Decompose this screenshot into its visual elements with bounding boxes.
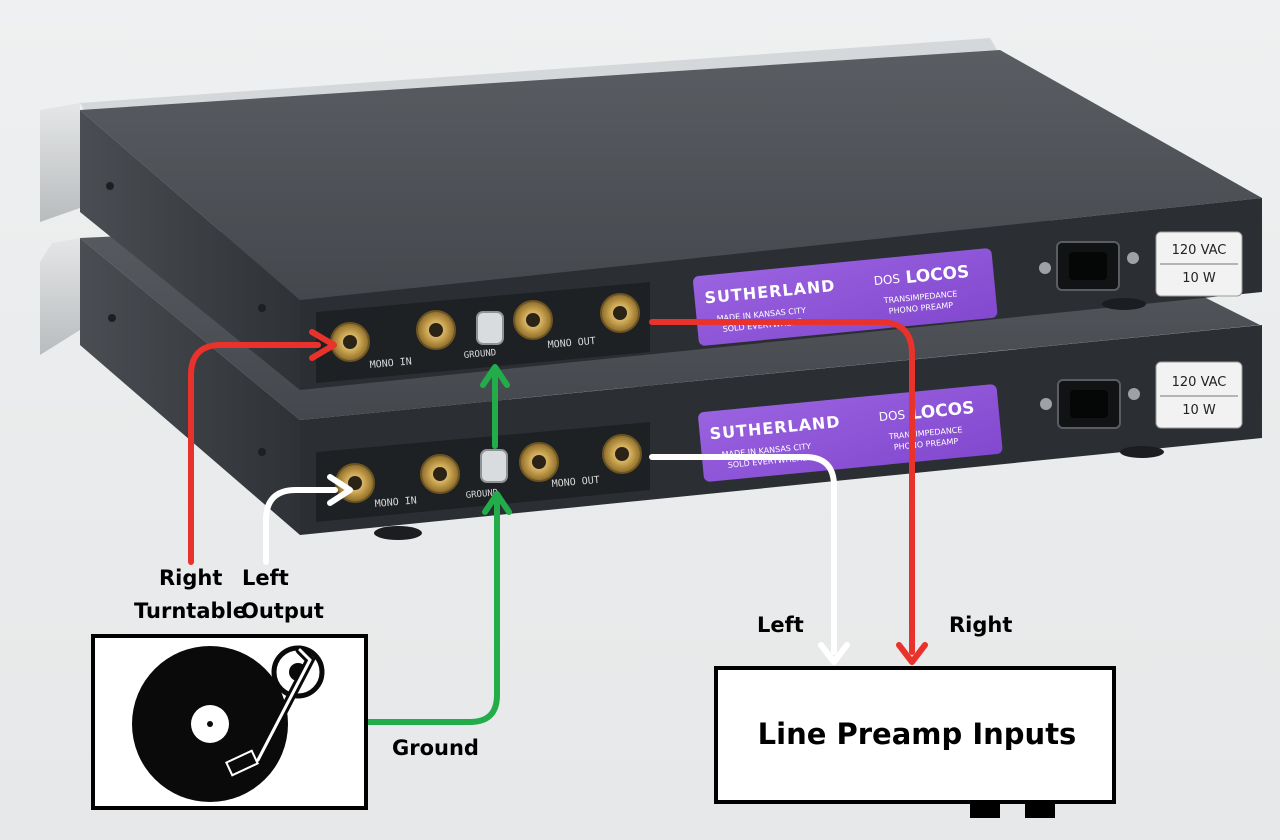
upper-power-plate: 120 VAC 10 W [1155, 231, 1243, 297]
upper-mono-in-jack [330, 322, 370, 362]
upper-mono-in-label: MONO IN [369, 356, 412, 371]
turntable-box [91, 634, 368, 810]
upper-power-inlet [1039, 241, 1139, 291]
left-input-label: Left [242, 566, 289, 590]
lower-power-voltage: 120 VAC [1172, 375, 1227, 390]
lower-mono-out-jack [602, 434, 642, 474]
output-label: Output [241, 599, 324, 623]
lower-model-prefix: DOS [878, 408, 906, 424]
right-input-wire [188, 329, 337, 565]
lower-mono-in-label: MONO IN [374, 495, 417, 510]
upper-jack-2 [416, 310, 456, 350]
ground-label: Ground [392, 736, 479, 760]
upper-mono-out-label: MONO OUT [547, 336, 596, 351]
line-preamp-box [714, 666, 1116, 818]
left-input-wire [263, 474, 353, 565]
upper-ground-label: GROUND [463, 348, 496, 361]
line-preamp-label: Line Preamp Inputs [757, 717, 1077, 751]
right-output-label: Right [949, 613, 1013, 637]
right-output-wire [649, 319, 928, 665]
upper-mono-out-jack [600, 293, 640, 333]
upper-power-voltage: 120 VAC [1172, 243, 1227, 258]
lower-ground-label: GROUND [465, 488, 498, 501]
turntable-label: Turntable [134, 599, 247, 623]
upper-power-watts: 10 W [1182, 271, 1216, 286]
ground-wire [365, 364, 512, 725]
lower-ground-post [480, 449, 508, 483]
upper-ground-post [476, 311, 504, 345]
lower-power-watts: 10 W [1182, 403, 1216, 418]
left-output-label: Left [757, 613, 804, 637]
turntable-icon [132, 645, 325, 802]
lower-jack-3 [519, 442, 559, 482]
lower-jack-2 [420, 454, 460, 494]
left-output-wire [649, 454, 850, 665]
right-input-label: Right [159, 566, 223, 590]
upper-jack-3 [513, 300, 553, 340]
lower-mono-out-label: MONO OUT [551, 475, 600, 490]
lower-power-plate: 120 VAC 10 W [1155, 361, 1243, 429]
lower-power-inlet [1040, 379, 1140, 429]
upper-model-prefix: DOS [873, 272, 901, 288]
